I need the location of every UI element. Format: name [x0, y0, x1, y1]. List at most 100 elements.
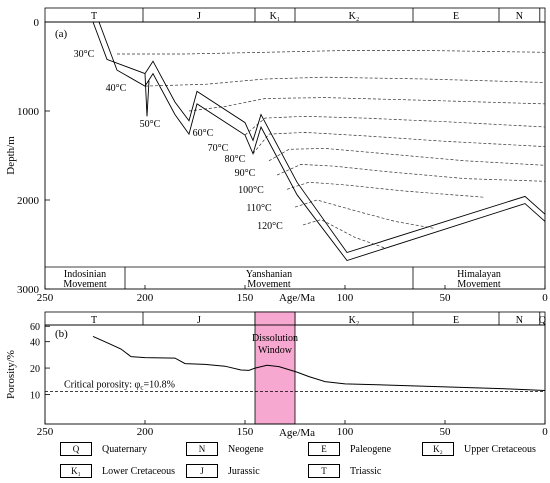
legend-code: K₁ [60, 464, 92, 478]
panel-label: (a) [55, 28, 68, 40]
isotherm-label: 70°C [208, 143, 229, 154]
porosity-panel: TJK₁K₂ENQDissolutionWindow(b)10204060Por… [5, 311, 548, 439]
isotherm-label: 120°C [257, 221, 283, 232]
burial-notch [144, 73, 150, 117]
isotherm-label: 60°C [193, 128, 214, 139]
x-tick-label: 200 [137, 292, 154, 304]
period-label: K₂ [349, 315, 360, 326]
legend-label: Quaternary [102, 443, 147, 455]
legend-item-neogene: N Neogene [186, 440, 264, 458]
y-tick-label: 0 [34, 17, 40, 29]
period-label: K₁ [270, 11, 281, 22]
x-tick-label: 200 [137, 426, 154, 438]
y-axis-label: Depth/m [5, 136, 17, 175]
legend-code: N [186, 442, 218, 456]
x-axis-label: Age/Ma [279, 292, 315, 304]
isotherm-label: 40°C [106, 83, 127, 94]
burial-curve-bottom [98, 21, 546, 262]
movement-word: Movement [457, 279, 501, 290]
y-tick-label: 60 [30, 322, 40, 333]
critical-label-subscript: c [140, 384, 143, 392]
x-tick-label: 250 [37, 426, 54, 438]
period-label: J [197, 11, 201, 22]
panel-label: (b) [55, 328, 68, 340]
period-label: N [516, 11, 523, 22]
y-tick-label: 20 [30, 364, 40, 375]
isotherm-line [244, 115, 546, 136]
plot-frame [44, 324, 546, 425]
porosity-curve [92, 335, 546, 391]
movement-name: Himalayan [457, 269, 501, 280]
isotherm-label: 90°C [235, 168, 256, 179]
dissolution-window [254, 311, 296, 425]
y-tick-label: 1000 [17, 106, 40, 118]
burial-curve-top [92, 21, 546, 254]
period-label: T [91, 315, 97, 326]
critical-label-text: Critical porosity: φ [64, 380, 141, 391]
period-label: E [453, 315, 459, 326]
x-tick-label: 100 [337, 426, 354, 438]
period-label: E [453, 11, 459, 22]
legend-item-upper-cretaceous: K₂ Upper Cretaceous [422, 440, 536, 458]
x-tick-label: 150 [237, 426, 254, 438]
legend-label: Neogene [228, 443, 264, 455]
isotherm-line [252, 132, 546, 154]
period-label: J [197, 315, 201, 326]
plot-frame [44, 21, 546, 290]
isotherm-line [276, 164, 546, 182]
x-tick-label: 250 [37, 292, 54, 304]
x-tick-label: 50 [440, 426, 452, 438]
x-axis-label: Age/Ma [279, 427, 315, 439]
x-tick-label: 150 [237, 292, 254, 304]
isotherm-line [188, 97, 546, 112]
legend-item-paleogene: E Paleogene [308, 440, 391, 458]
y-tick-label: 3000 [17, 284, 40, 296]
critical-label-value: =10.8% [143, 380, 174, 391]
legend-code: E [308, 442, 340, 456]
isotherm-line [302, 219, 386, 249]
period-label: Q [539, 315, 547, 326]
legend-item-jurassic: J Jurassic [186, 462, 260, 480]
legend-code: J [186, 464, 218, 478]
x-tick-label: 0 [542, 426, 548, 438]
movement-word: Movement [63, 279, 107, 290]
critical-porosity-label: Critical porosity: φc=10.8% [64, 380, 175, 392]
isotherm-label: 50°C [140, 119, 161, 130]
isotherm-label: 80°C [225, 154, 246, 165]
x-tick-label: 0 [542, 292, 548, 304]
legend-label: Lower Cretaceous [102, 465, 176, 477]
legend-code: Q [60, 442, 92, 456]
legend-item-triassic: T Triassic [308, 462, 381, 480]
legend-code: T [308, 464, 340, 478]
legend-label: Triassic [350, 465, 382, 477]
isotherm-label: 100°C [238, 185, 264, 196]
legend-code: K₂ [422, 442, 454, 456]
y-tick-label: 40 [30, 338, 40, 349]
isotherm-line [286, 181, 486, 198]
period-label: T [91, 11, 97, 22]
window-label-line2: Window [258, 345, 293, 356]
legend-label: Jurassic [228, 465, 260, 477]
movement-name: Indosinian [64, 269, 106, 280]
isotherm-line [294, 199, 436, 229]
period-label: N [516, 315, 523, 326]
x-tick-label: 50 [440, 292, 452, 304]
isotherm-label: 110°C [246, 203, 272, 214]
isotherm-label: 30°C [74, 49, 95, 60]
y-tick-label: 2000 [17, 195, 40, 207]
isotherm-line [144, 76, 546, 87]
legend-item-lower-cretaceous: K₁ Lower Cretaceous [60, 462, 175, 480]
window-label: Dissolution [252, 333, 298, 344]
legend-label: Paleogene [350, 443, 392, 455]
isotherm-line [268, 148, 546, 166]
movement-word: Movement [247, 279, 291, 290]
legend-item-quaternary: Q Quaternary [60, 440, 147, 458]
legend-label: Upper Cretaceous [464, 443, 536, 455]
y-tick-label: 10 [30, 390, 40, 401]
period-label: K₂ [349, 11, 360, 22]
legend: Q Quaternary N Neogene E Paleogene K₂ Up… [60, 440, 545, 480]
movement-name: Yanshanian [246, 269, 292, 280]
isotherm-line [117, 50, 546, 55]
